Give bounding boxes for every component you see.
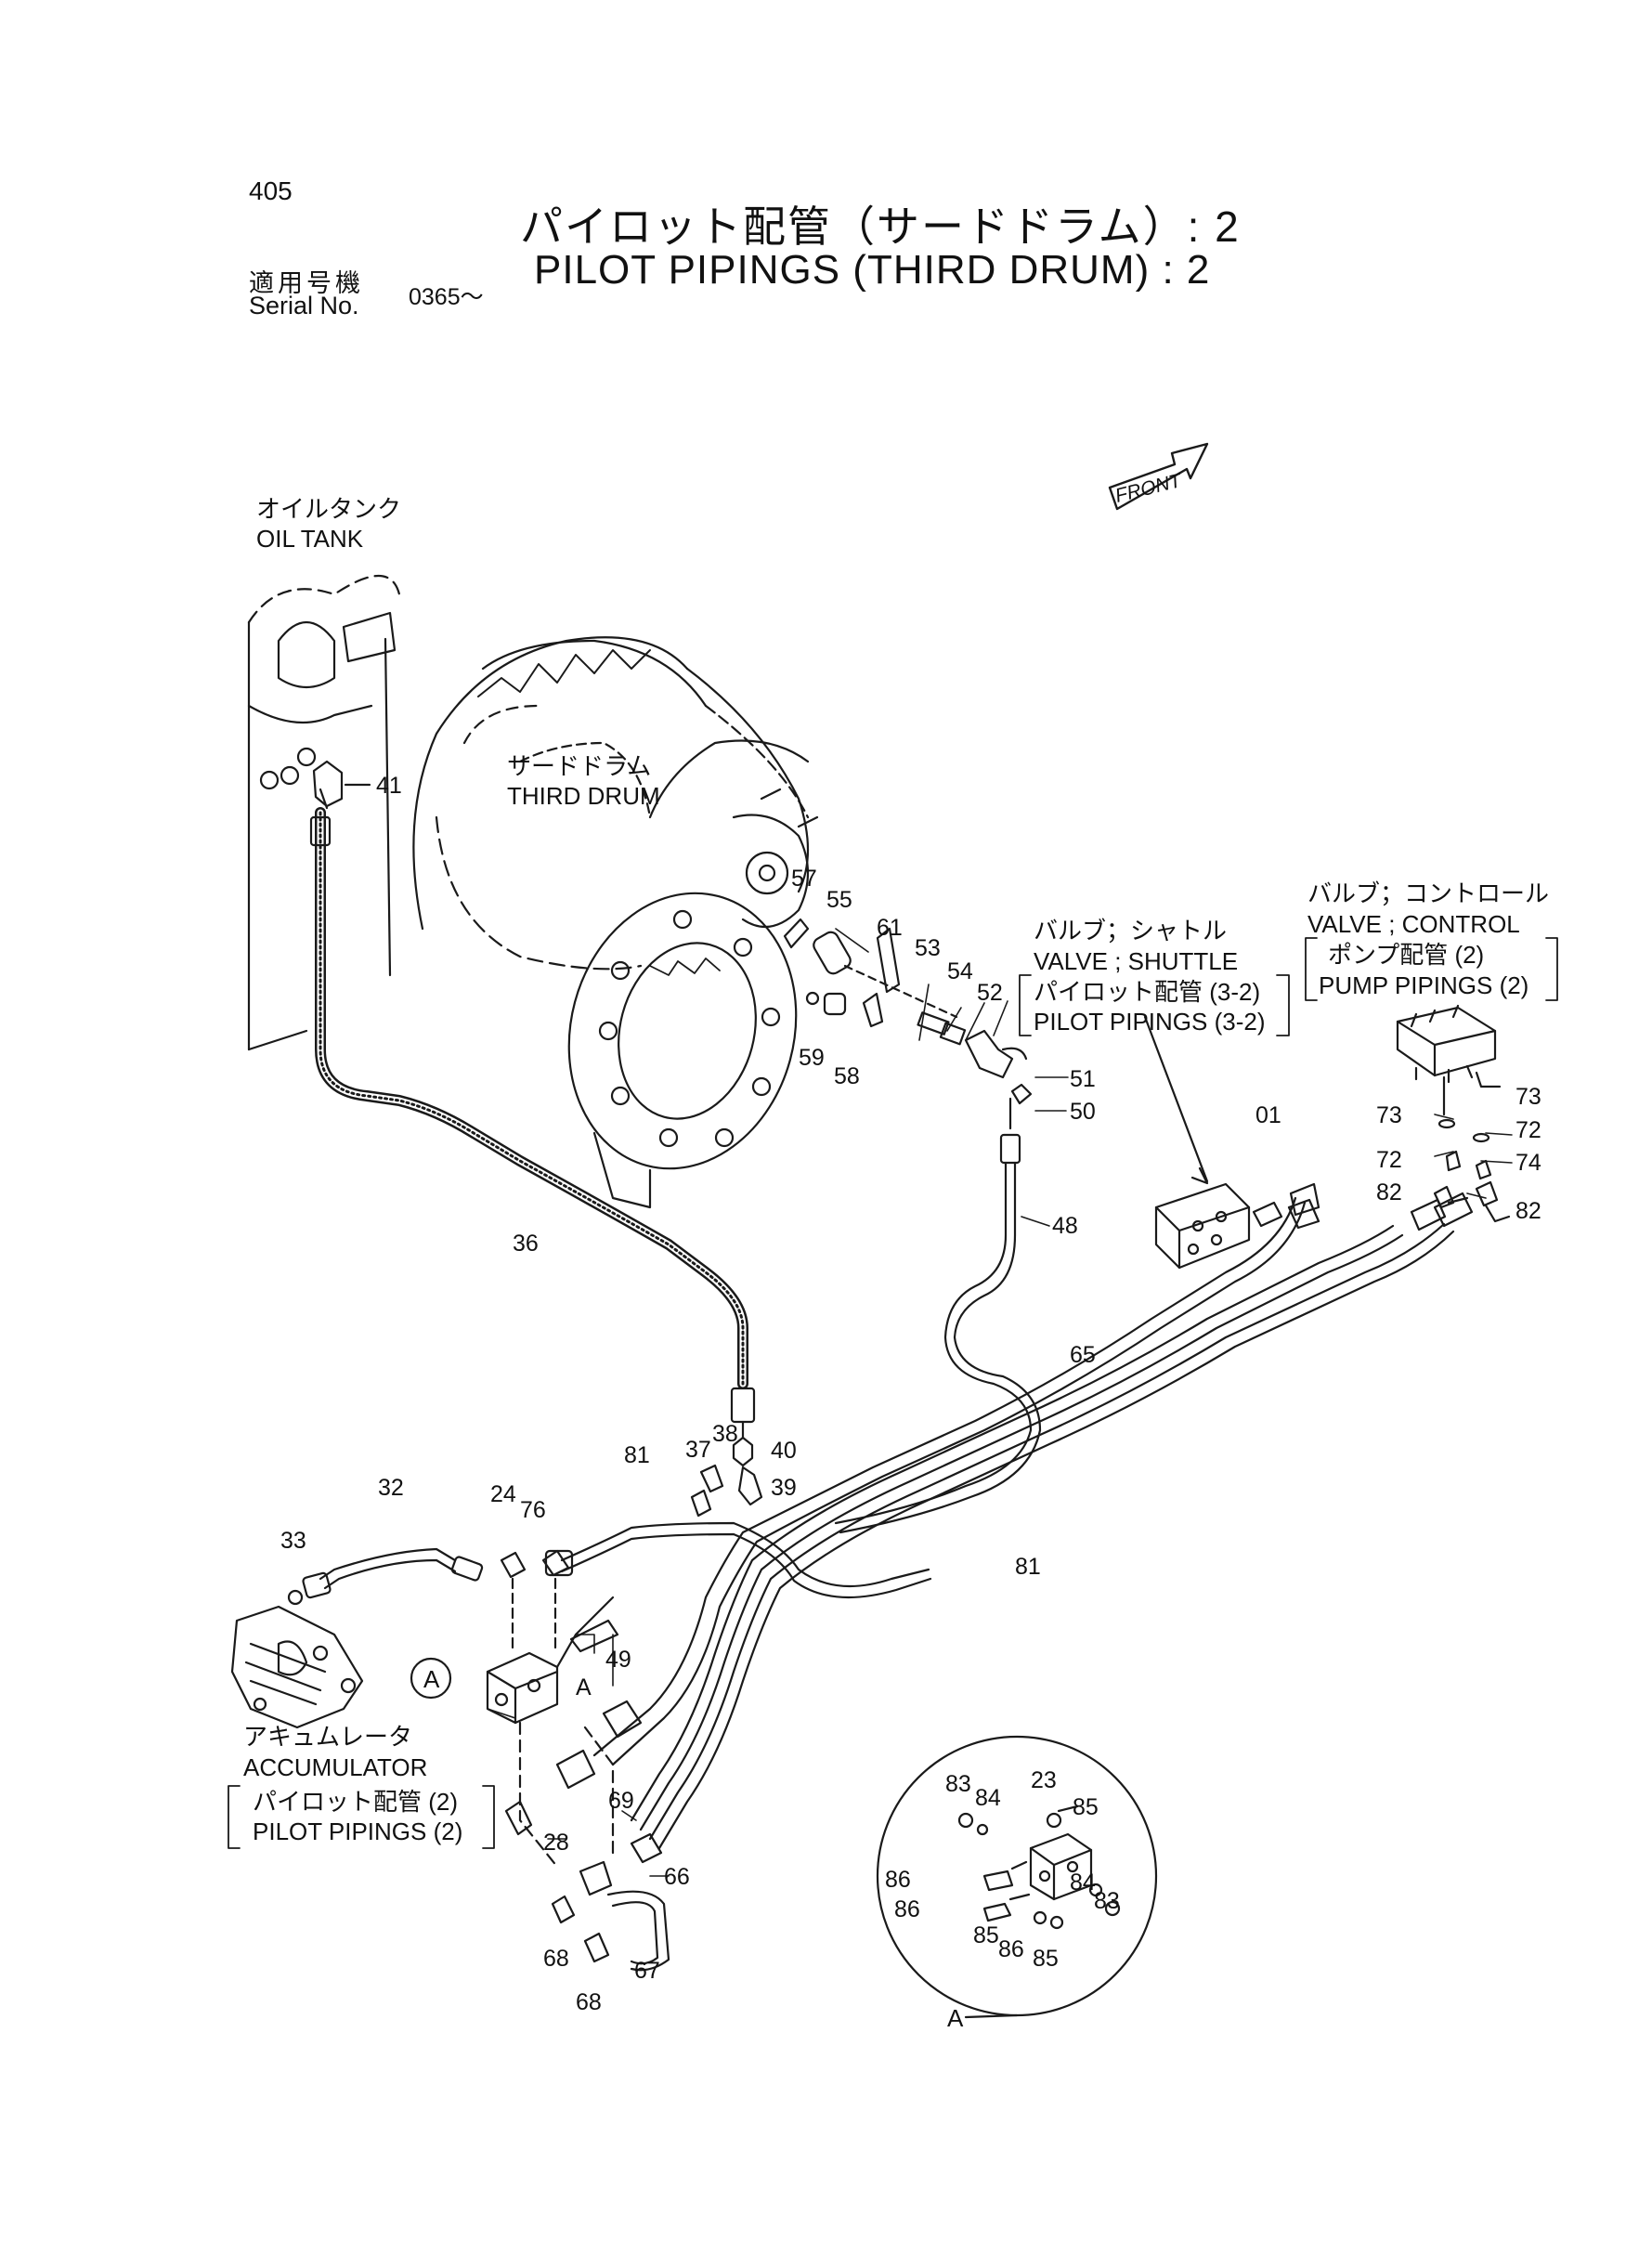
accumulator-ref-en: PILOT PIPINGS (2) — [253, 1818, 463, 1845]
part-callout: 40 — [771, 1438, 797, 1464]
part-callout: 85 — [1033, 1946, 1059, 1972]
pilot-block-drawing — [486, 1549, 670, 1972]
control-ref-jp: ポンプ配管 (2) — [1328, 941, 1485, 969]
page-number: 405 — [249, 176, 293, 205]
part-callout: 82 — [1376, 1179, 1402, 1205]
accumulator-label-jp: アキュムレータ — [243, 1723, 413, 1751]
part-callout: 85 — [1073, 1794, 1099, 1820]
motor-fittings — [783, 918, 1033, 1105]
accumulator-ref-jp: パイロット配管 (2) — [253, 1788, 459, 1816]
hose-48 — [834, 1097, 1042, 1534]
part-callout: 57 — [791, 866, 817, 892]
detail-a-caption: A — [947, 2004, 964, 2032]
part-callout: 86 — [885, 1867, 911, 1893]
part-callout: 36 — [513, 1231, 539, 1257]
third-drum-drawing — [412, 636, 819, 1209]
part-callout: 55 — [826, 887, 852, 913]
part-callout: 67 — [634, 1958, 660, 1984]
part-callout: 84 — [975, 1785, 1001, 1811]
part-callout: 58 — [834, 1063, 860, 1089]
control-valve-label-en: VALVE ; CONTROL — [1307, 910, 1520, 938]
part-callout: 66 — [664, 1864, 690, 1890]
part-callout: 68 — [543, 1946, 569, 1972]
part-callout: 01 — [1255, 1102, 1281, 1128]
brackets — [228, 937, 1558, 1849]
part-callout: 28 — [543, 1830, 569, 1856]
part-callout: 48 — [1052, 1213, 1078, 1239]
fittings-37-40 — [690, 1436, 763, 1518]
serial-label-japanese: 適用号機 — [249, 269, 364, 297]
elbow-41 — [312, 760, 371, 810]
part-callout: 33 — [280, 1528, 306, 1554]
part-callout: 53 — [915, 935, 941, 961]
control-valve-label-jp: バルブ；コントロール — [1307, 879, 1550, 907]
hose-32 — [287, 1547, 484, 1606]
oil-tank-label-jp: オイルタンク — [256, 495, 402, 523]
serial-label-english: Serial No. — [249, 292, 359, 319]
control-ref-en: PUMP PIPINGS (2) — [1319, 971, 1529, 999]
part-callout: 81 — [1015, 1554, 1041, 1580]
part-callout: 65 — [1070, 1342, 1096, 1368]
serial-value: 0365～ — [409, 284, 484, 310]
accumulator-label-en: ACCUMULATOR — [243, 1753, 428, 1781]
control-valve-drawing — [1396, 1004, 1511, 1223]
part-callout: 83 — [1094, 1888, 1120, 1914]
part-callout: 72 — [1376, 1147, 1402, 1173]
leader-lines — [487, 928, 1513, 1877]
part-callout: 86 — [998, 1936, 1024, 1962]
third-drum-label-jp: サードドラム — [507, 752, 652, 780]
part-callout: 74 — [1515, 1150, 1541, 1176]
marker-a-label: A — [423, 1665, 440, 1693]
title-japanese: パイロット配管（サードドラム）: 2 — [520, 202, 1241, 251]
hose-81-upper — [544, 1521, 932, 1599]
part-callout: 72 — [1515, 1117, 1541, 1143]
part-callout: 54 — [947, 958, 973, 984]
detail-a-marker: A — [410, 1657, 452, 1700]
part-callout: 41 — [376, 773, 402, 799]
title-english: PILOT PIPINGS (THIRD DRUM) : 2 — [534, 247, 1211, 293]
accumulator-drawing — [230, 1605, 364, 1729]
part-callout: 50 — [1070, 1099, 1096, 1125]
part-callout: 24 — [490, 1481, 516, 1507]
oil-tank-drawing — [247, 574, 401, 1051]
part-callout: 37 — [685, 1437, 711, 1463]
part-callout: 73 — [1376, 1102, 1402, 1128]
part-callout: 51 — [1070, 1066, 1096, 1092]
shuttle-valve-label-en: VALVE ; SHUTTLE — [1034, 947, 1239, 975]
part-callout: 84 — [1070, 1870, 1096, 1896]
part-callout: A — [576, 1674, 592, 1700]
part-callout: 76 — [520, 1497, 546, 1523]
part-callout: 52 — [977, 980, 1003, 1006]
part-callout: 39 — [771, 1475, 797, 1501]
shuttle-ref-jp: パイロット配管 (3-2) — [1034, 978, 1261, 1006]
hose-36 — [309, 807, 756, 1440]
detail-a-view — [876, 1735, 1158, 2019]
front-label: FRONT — [1113, 470, 1186, 507]
third-drum-label-en: THIRD DRUM — [507, 782, 660, 810]
part-callout: 32 — [378, 1475, 404, 1501]
shuttle-valve-label-jp: バルブ；シャトル — [1034, 917, 1228, 945]
part-callout: 59 — [799, 1045, 825, 1071]
part-callout: 61 — [877, 915, 903, 941]
part-callout: 69 — [608, 1788, 634, 1814]
part-callout: 73 — [1515, 1084, 1541, 1110]
shuttle-ref-en: PILOT PIPINGS (3-2) — [1034, 1008, 1266, 1036]
part-callout: 23 — [1031, 1767, 1057, 1793]
oil-tank-label-en: OIL TANK — [256, 525, 364, 553]
part-callout: 49 — [605, 1647, 631, 1673]
part-callout: 86 — [894, 1896, 920, 1922]
part-callout: 68 — [576, 1989, 602, 2015]
part-callout: 38 — [712, 1421, 738, 1447]
part-callout: 81 — [624, 1442, 650, 1468]
front-arrow-icon: FRONT — [1108, 442, 1209, 511]
hose-bundle-65 — [592, 1182, 1474, 1850]
part-callout: 85 — [973, 1922, 999, 1948]
part-callout: 83 — [945, 1771, 971, 1797]
part-callout: 82 — [1515, 1198, 1541, 1224]
shuttle-valve-drawing — [1143, 1015, 1320, 1270]
